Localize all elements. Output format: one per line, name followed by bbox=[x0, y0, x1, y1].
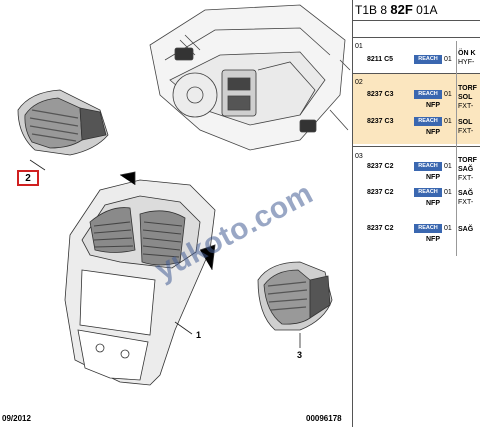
description-sub: HYF- bbox=[458, 59, 475, 66]
quantity: 01 bbox=[444, 118, 452, 125]
part-number[interactable]: 8211 C5 bbox=[367, 56, 394, 63]
group-03[interactable]: 03 8237 C2 REACH NFP 01 TORF SAĞ FXT- 82… bbox=[353, 147, 480, 257]
description-sub: FXT- bbox=[458, 199, 474, 206]
description-sub: FXT- bbox=[458, 175, 474, 182]
group-number: 02 bbox=[355, 79, 363, 86]
callout-2[interactable]: 2 bbox=[17, 170, 39, 186]
nfp-label: NFP bbox=[426, 174, 440, 181]
description-side: SOL bbox=[458, 94, 473, 101]
quantity: 01 bbox=[444, 225, 452, 232]
description-sub: FXT- bbox=[458, 103, 474, 110]
quantity: 01 bbox=[444, 189, 452, 196]
reach-badge: REACH bbox=[414, 55, 442, 64]
part-row[interactable]: 8237 C3 REACH NFP 01 SOL FXT- bbox=[353, 117, 480, 144]
divider bbox=[353, 73, 480, 74]
description-title: TORF bbox=[458, 157, 477, 164]
column-divider bbox=[456, 41, 457, 256]
description-side: SAĞ bbox=[458, 226, 474, 233]
part-row[interactable]: 8237 C2 REACH NFP 01 SAĞ bbox=[353, 224, 480, 251]
empty-area bbox=[353, 256, 480, 427]
part-row[interactable]: 8237 C2 REACH NFP 01 TORF SAĞ FXT- bbox=[353, 157, 480, 189]
reach-badge: REACH bbox=[414, 162, 442, 171]
divider bbox=[353, 37, 480, 38]
callout-1[interactable]: 1 bbox=[196, 330, 202, 340]
description-title: ÖN K bbox=[458, 50, 476, 57]
parts-diagram: 1 2 3 yukoto.com 09/2012 00096178 bbox=[2, 4, 351, 423]
ref-suffix: 01A bbox=[416, 3, 438, 17]
description: TORF SOL FXT- bbox=[458, 84, 477, 111]
part-number[interactable]: 8237 C2 bbox=[367, 189, 394, 196]
part-row[interactable]: 8237 C2 REACH NFP 01 SAĞ FXT- bbox=[353, 188, 480, 215]
reach-badge: REACH bbox=[414, 224, 442, 233]
reach-badge: REACH bbox=[414, 188, 442, 197]
quantity: 01 bbox=[444, 163, 452, 170]
parts-list-panel: T1B 8 82F 01A 01 8211 C5 REACH 01 ÖN K H… bbox=[352, 0, 480, 427]
nfp-label: NFP bbox=[426, 200, 440, 207]
group-02[interactable]: 02 8237 C3 REACH NFP 01 TORF SOL FXT- bbox=[353, 74, 480, 144]
reference-header: T1B 8 82F 01A bbox=[355, 0, 437, 20]
part-number[interactable]: 8237 C2 bbox=[367, 225, 394, 232]
group-number: 01 bbox=[355, 43, 363, 50]
description-title: TORF bbox=[458, 85, 477, 92]
part-number[interactable]: 8237 C3 bbox=[367, 91, 394, 98]
description: TORF SAĞ FXT- bbox=[458, 156, 477, 183]
footer-code: 00096178 bbox=[306, 414, 342, 423]
description-side: SOL bbox=[458, 119, 473, 126]
description: SOL FXT- bbox=[458, 118, 473, 136]
description: SAĞ bbox=[458, 225, 473, 234]
description: ÖN K HYF- bbox=[458, 49, 476, 67]
description: SAĞ FXT- bbox=[458, 189, 473, 207]
group-number: 03 bbox=[355, 153, 363, 160]
part-number[interactable]: 8237 C3 bbox=[367, 118, 394, 125]
group-01[interactable]: 01 8211 C5 REACH 01 ÖN K HYF- bbox=[353, 41, 480, 71]
description-side: SAĞ bbox=[458, 166, 474, 173]
part-row[interactable]: 8211 C5 REACH 01 ÖN K HYF- bbox=[353, 50, 480, 82]
ref-bold: 82F bbox=[390, 2, 413, 17]
quantity: 01 bbox=[444, 56, 452, 63]
part-number[interactable]: 8237 C2 bbox=[367, 163, 394, 170]
diagram-illustration bbox=[17, 4, 351, 386]
divider bbox=[353, 146, 480, 147]
description-side: SAĞ bbox=[458, 190, 474, 197]
reach-badge: REACH bbox=[414, 117, 442, 126]
divider bbox=[353, 20, 480, 21]
reach-badge: REACH bbox=[414, 90, 442, 99]
nfp-label: NFP bbox=[426, 102, 440, 109]
quantity: 01 bbox=[444, 91, 452, 98]
part-row[interactable]: 8237 C3 REACH NFP 01 TORF SOL FXT- bbox=[353, 85, 480, 117]
footer-date: 09/2012 bbox=[2, 414, 31, 423]
ref-prefix: T1B 8 bbox=[355, 3, 388, 17]
description-sub: FXT- bbox=[458, 128, 474, 135]
callout-3[interactable]: 3 bbox=[297, 350, 303, 360]
nfp-label: NFP bbox=[426, 129, 440, 136]
nfp-label: NFP bbox=[426, 236, 440, 243]
